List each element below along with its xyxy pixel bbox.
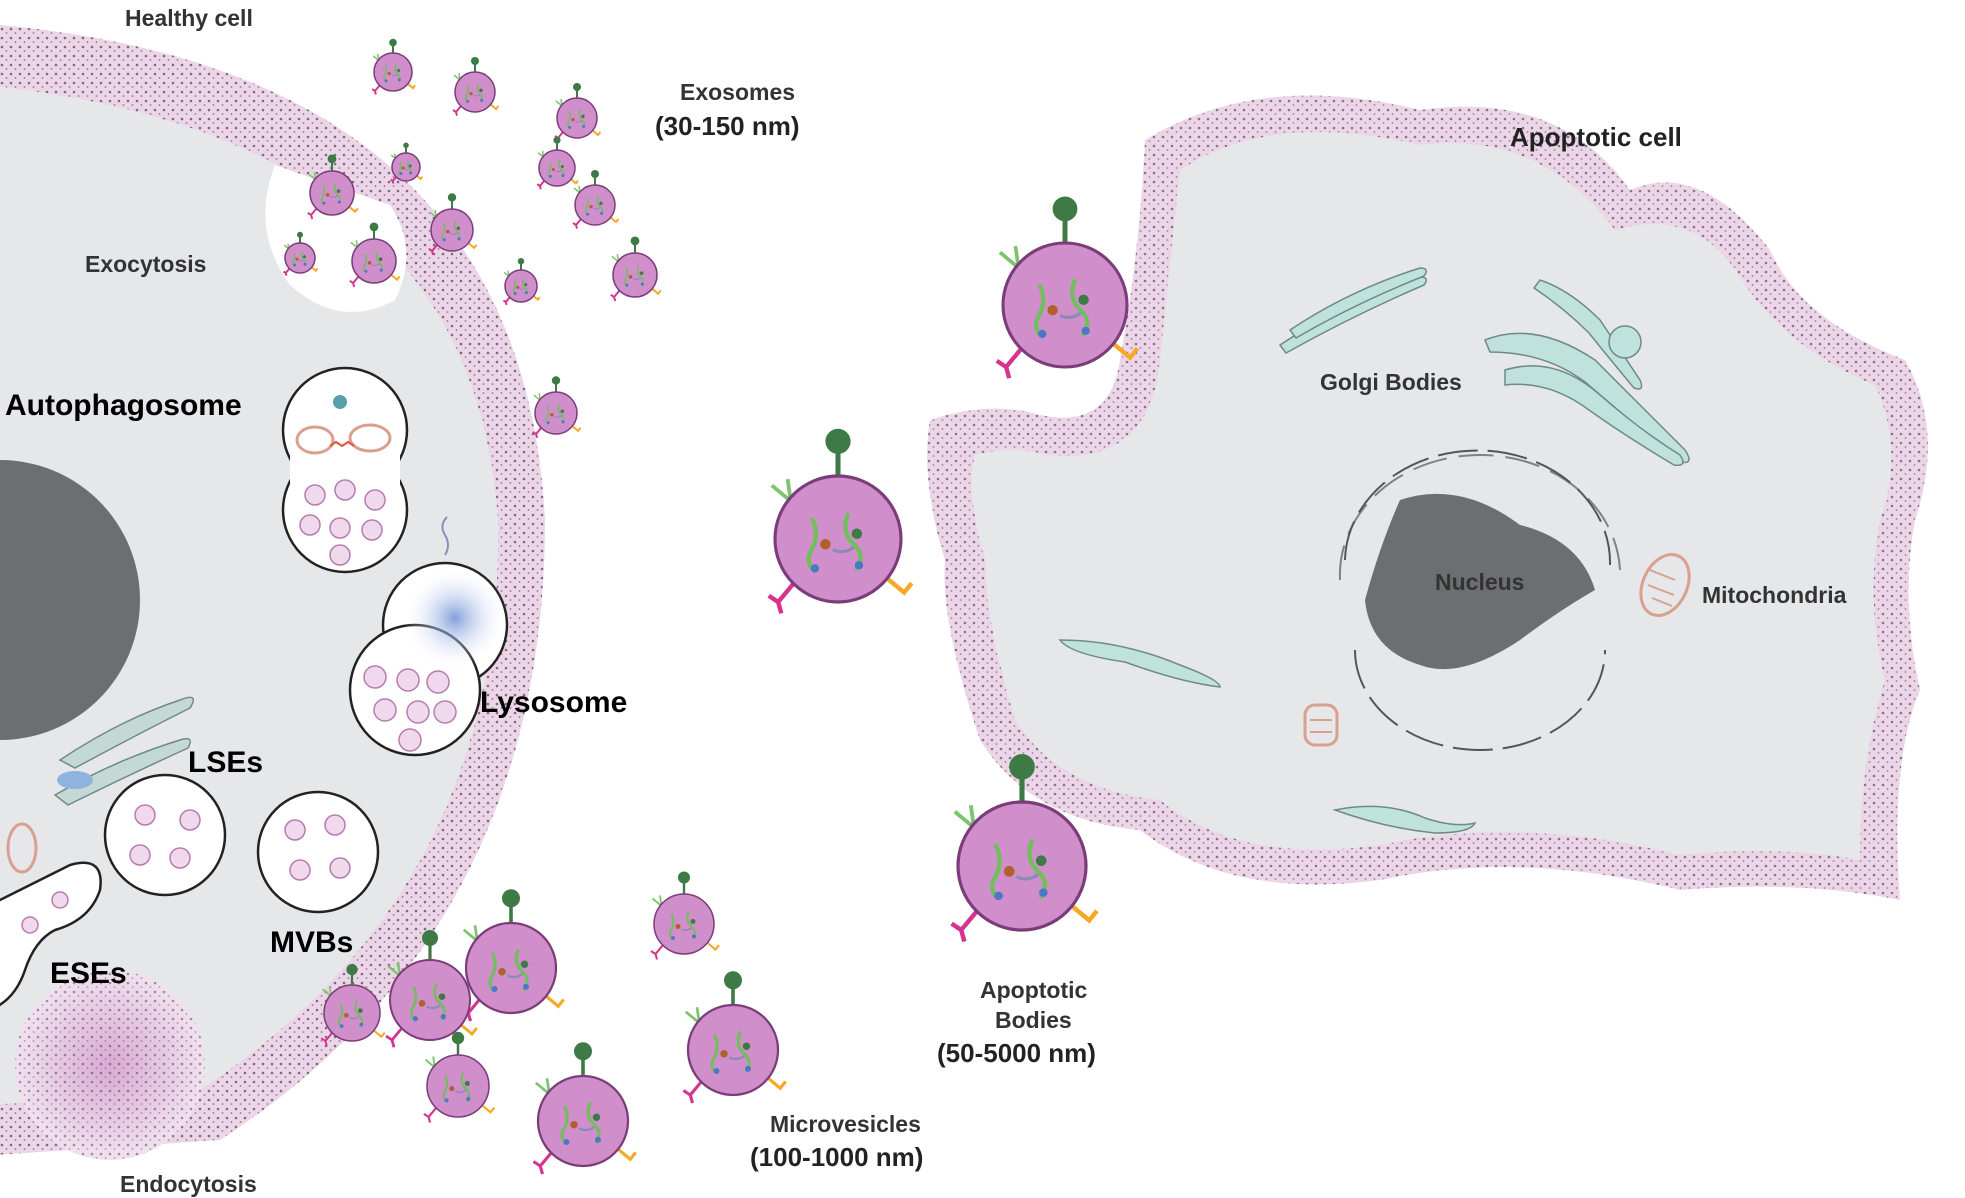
healthy-nucleus (0, 460, 140, 740)
early-sorting-endosome (0, 861, 102, 1007)
exosome-1 (371, 38, 417, 95)
exosome-7 (536, 136, 579, 190)
microvesicle-2 (385, 930, 478, 1048)
microvesicle-6 (532, 1042, 637, 1175)
healthy-cell (0, 25, 545, 1160)
label-nucleus: Nucleus (1435, 569, 1524, 595)
label-endocytosis: Endocytosis (120, 1171, 257, 1197)
label-exosomes-size: (30-150 nm) (655, 111, 800, 141)
exosome-11 (532, 376, 582, 439)
golgi-bodies (1058, 267, 1690, 834)
microvesicle-1 (460, 889, 565, 1022)
label-exosomes: Exosomes (680, 79, 795, 105)
label-apoptotic-cell: Apoptotic cell (1510, 122, 1682, 152)
label-lysosome: Lysosome (480, 686, 627, 719)
lysosome (348, 516, 509, 757)
label-autophagosome: Autophagosome (5, 389, 242, 422)
endocytosis-bud-dots (15, 970, 205, 1160)
label-apoptotic-bodies-line2: Bodies (995, 1007, 1072, 1033)
exosome-12 (610, 236, 662, 302)
label-exocytosis: Exocytosis (85, 251, 206, 277)
late-sorting-endosome (53, 696, 227, 897)
exosome-6 (428, 193, 478, 256)
label-apoptotic-bodies-size: (50-5000 nm) (937, 1038, 1096, 1068)
label-golgi-bodies: Golgi Bodies (1320, 369, 1462, 395)
healthy-mitochondrion (6, 822, 38, 874)
microvesicle-7 (320, 964, 386, 1047)
extracellular-vesicles (282, 38, 1140, 1175)
exosome-3 (554, 83, 602, 142)
apoptotic-body-3 (950, 754, 1099, 943)
label-mitochondria: Mitochondria (1702, 582, 1847, 608)
microvesicle-4 (650, 871, 720, 960)
apoptotic-body-1 (995, 196, 1140, 379)
exosome-4 (307, 154, 359, 220)
exosome-13 (572, 170, 620, 229)
apoptotic-body-2 (767, 428, 914, 614)
microvesicle-3 (423, 1031, 496, 1123)
exosome-8 (282, 231, 319, 276)
exosome-9 (349, 222, 401, 288)
exosome-5 (390, 142, 424, 184)
label-mvbs: MVBs (270, 926, 353, 959)
label-apoptotic-bodies-line1: Apoptotic (980, 977, 1088, 1003)
exosome-10 (502, 258, 541, 306)
label-microvesicles: Microvesicles (770, 1111, 921, 1137)
label-microvesicles-size: (100-1000 nm) (750, 1142, 923, 1172)
label-healthy-cell: Healthy cell (125, 5, 253, 31)
label-eses: ESEs (50, 957, 127, 990)
label-lses: LSEs (188, 746, 263, 779)
apoptotic-nucleus (1338, 449, 1621, 751)
apoptotic-mitochondria (1303, 553, 1691, 747)
microvesicle-5 (682, 971, 787, 1104)
autophagosome (281, 366, 409, 574)
multivesicular-body (256, 790, 380, 914)
apoptotic-cell (927, 95, 1928, 901)
exosome-2 (452, 57, 500, 116)
